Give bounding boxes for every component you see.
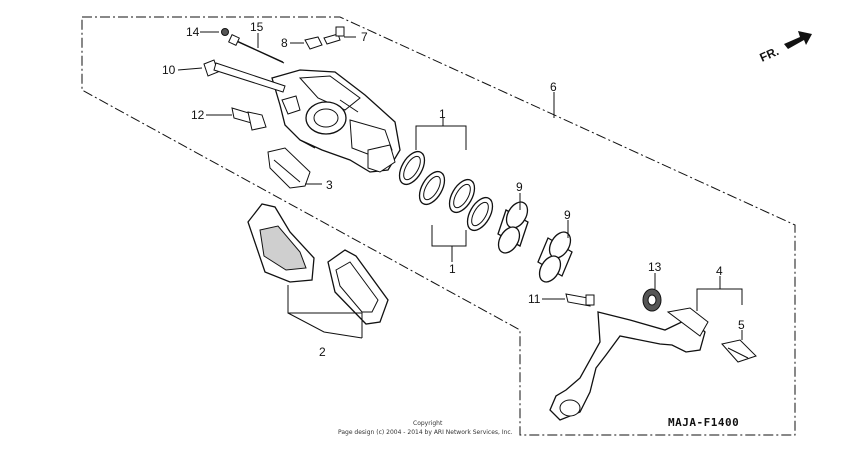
part-12-pin-bolt	[231, 107, 267, 131]
part-15-pin	[228, 34, 285, 64]
part-10-bolt	[203, 59, 286, 93]
callout-4: 4	[716, 264, 723, 278]
callout-6: 6	[550, 80, 557, 94]
callout-1-top: 1	[439, 107, 446, 121]
part-7-bleeder-valve	[323, 26, 345, 45]
part-6-caliper-bracket	[549, 307, 709, 421]
leader-lines	[177, 31, 743, 340]
callout-9-left: 9	[516, 180, 523, 194]
callout-7: 7	[361, 30, 368, 44]
callout-8: 8	[281, 36, 288, 50]
callout-1-bottom: 1	[449, 262, 456, 276]
callout-labels: 1 1 2 3 4 5 6 7 8 9 9 10 11 12 13 14 15	[162, 20, 745, 359]
callout-5: 5	[738, 318, 745, 332]
callout-13: 13	[648, 260, 662, 274]
part-11-bolt	[565, 293, 595, 307]
part-5-retainer-clip	[721, 339, 757, 363]
part-14-plug	[221, 28, 229, 36]
callout-11: 11	[528, 292, 541, 306]
copyright-line-1: Copyright	[413, 420, 443, 427]
callout-14: 14	[186, 25, 200, 39]
callout-15: 15	[250, 20, 264, 34]
part-9-pistons	[497, 201, 573, 283]
copyright-line-2: Page design (c) 2004 - 2014 by ARI Netwo…	[338, 429, 513, 436]
caliper-body	[271, 69, 401, 173]
part-3-pad-spring	[267, 147, 311, 189]
callout-3: 3	[326, 178, 333, 192]
part-13-boot	[642, 288, 662, 312]
callout-2: 2	[319, 345, 326, 359]
front-arrow-icon	[784, 31, 812, 49]
callout-10: 10	[162, 63, 176, 77]
part-2-brake-pads	[247, 203, 389, 325]
part-8-bleeder-cap	[304, 36, 323, 50]
part-1-piston-seals	[398, 150, 494, 232]
fr-label: FR.	[758, 44, 781, 65]
assembly-frame	[81, 16, 796, 436]
front-direction-indicator: FR.	[758, 31, 812, 65]
callout-12: 12	[191, 108, 205, 122]
diagram-code: MAJA-F1400	[668, 416, 739, 429]
callout-9-right: 9	[564, 208, 571, 222]
